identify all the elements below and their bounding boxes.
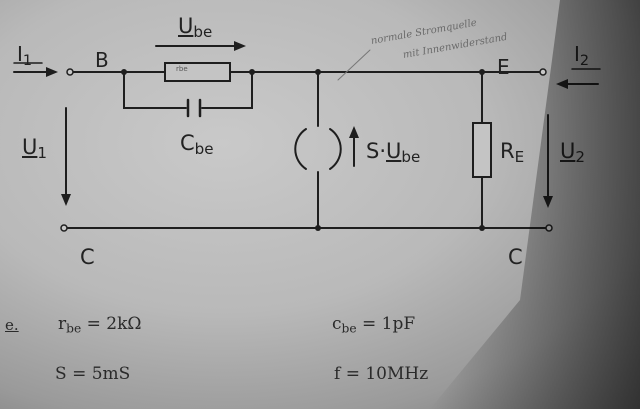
label-ube: Ube bbox=[178, 14, 213, 42]
terminal-c-right bbox=[545, 224, 553, 232]
label-i2: I2 bbox=[574, 42, 590, 70]
given-cbe: cbe = 1pF bbox=[332, 314, 416, 336]
section-label: e. bbox=[5, 316, 19, 334]
node-c-left: C bbox=[80, 245, 95, 269]
source-arrow-head bbox=[349, 126, 359, 138]
junction-source-bottom bbox=[315, 225, 321, 231]
given-s: S = 5mS bbox=[55, 364, 131, 384]
terminal-c-left bbox=[60, 224, 68, 232]
current-source-arc-left bbox=[294, 128, 307, 170]
wire-cbe-right bbox=[201, 71, 253, 109]
given-f: f = 10MHz bbox=[334, 364, 429, 384]
given-rbe: rbe = 2kΩ bbox=[58, 314, 142, 336]
junction-b bbox=[121, 69, 127, 75]
junction-re-bottom bbox=[479, 225, 485, 231]
terminal-e bbox=[539, 68, 547, 76]
label-cbe: Cbe bbox=[180, 131, 214, 159]
u2-arrow-head bbox=[543, 196, 553, 208]
junction-re-top bbox=[479, 69, 485, 75]
label-u2: U2 bbox=[560, 139, 585, 167]
ube-arrow-head bbox=[234, 41, 246, 51]
node-c-right: C bbox=[508, 245, 523, 269]
label-re: RE bbox=[500, 139, 525, 167]
wire-cbe-left bbox=[123, 71, 187, 109]
note-pointer bbox=[337, 49, 371, 81]
junction-cap-right bbox=[249, 69, 255, 75]
node-e: E bbox=[497, 55, 510, 79]
junction-source-top bbox=[315, 69, 321, 75]
label-i1: I1 bbox=[17, 42, 33, 70]
label-source: S·Ube bbox=[366, 139, 421, 167]
i1-arrow-head bbox=[46, 67, 58, 77]
resistor-rbe bbox=[164, 62, 231, 82]
u1-arrow-head bbox=[61, 194, 71, 206]
terminal-b bbox=[66, 68, 74, 76]
rbe-tag: rbe bbox=[176, 65, 188, 73]
node-b: B bbox=[95, 48, 109, 72]
current-source-arc-right bbox=[329, 128, 342, 170]
i2-arrow-head bbox=[556, 79, 568, 89]
label-u1: U1 bbox=[22, 135, 47, 163]
resistor-re bbox=[472, 122, 492, 178]
